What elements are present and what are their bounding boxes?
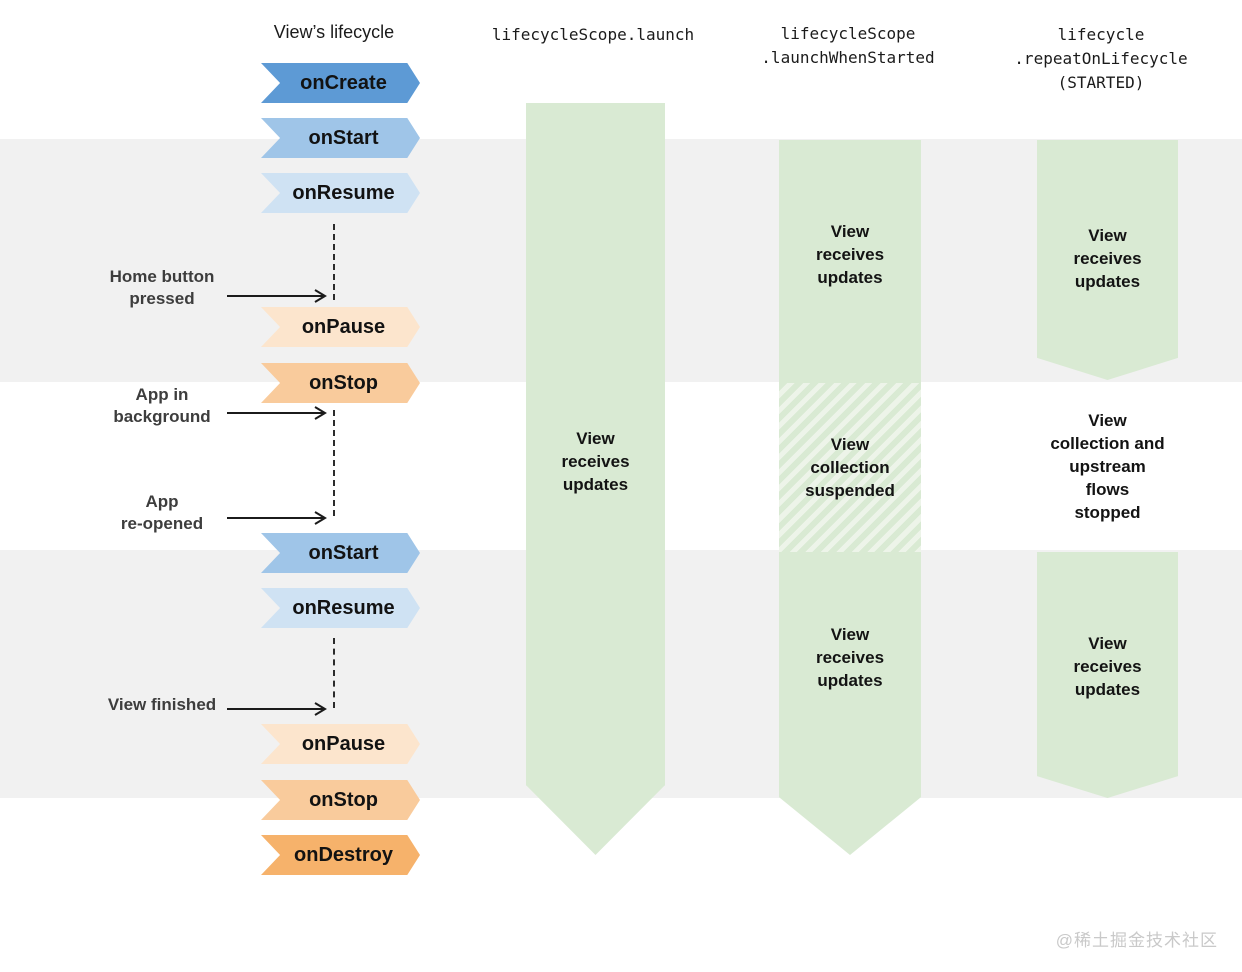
flow-column-lws-text-top: View receives updates (815, 222, 885, 287)
hatched-suspended-region: View collection suspended (779, 383, 921, 552)
flow-column-launch-text: View receives updates (561, 429, 630, 494)
dashed-connector-3 (333, 638, 335, 708)
flow-column-rol-text-top: View receives updates (1073, 226, 1142, 291)
dashed-connector-2 (333, 410, 335, 516)
lifecycle-chevron-onstop-1: onStop (261, 363, 420, 403)
annotation-arrow-2 (227, 406, 327, 420)
flow-column-rol-segment-bottom: View receives updates (1037, 552, 1178, 798)
column-header-launchwhenstarted: lifecycleScope .launchWhenStarted (761, 24, 935, 67)
chevron-label: onResume (292, 596, 395, 619)
annotation-app-reopened: App re-opened (120, 492, 204, 533)
annotation-app-in-background: App in background (113, 385, 211, 426)
chevron-label: onStop (309, 371, 378, 394)
chevron-label: onStart (308, 541, 379, 564)
flow-column-rol-text-bottom: View receives updates (1073, 634, 1142, 699)
annotation-view-finished: View finished (107, 695, 217, 714)
flow-column-rol-segment-top: View receives updates (1037, 140, 1178, 380)
column-header-lifecyclescope-launch: lifecycleScope.launch (491, 25, 695, 44)
lifecycle-chevron-onstart-1: onStart (261, 118, 420, 158)
column-header-repeatonlifecycle: lifecycle .repeatOnLifecycle (STARTED) (1014, 25, 1188, 92)
annotation-home-button-pressed: Home button pressed (109, 267, 215, 308)
lifecycle-chevron-onpause-1: onPause (261, 307, 420, 347)
flow-column-rol-stopped-text: View collection and upstream flows stopp… (1050, 411, 1165, 522)
lifecycle-chevron-onresume-1: onResume (261, 173, 420, 213)
flow-column-launchwhenstarted: View receives updates View collection su… (779, 140, 921, 855)
chevron-label: onStop (309, 788, 378, 811)
chevron-label: onResume (292, 181, 395, 204)
flow-column-lws-text-bottom: View receives updates (815, 625, 885, 690)
column-header-views-lifecycle: View’s lifecycle (273, 22, 395, 42)
lifecycle-chevron-onresume-2: onResume (261, 588, 420, 628)
flow-column-launch: View receives updates (526, 103, 665, 855)
lifecycle-chevron-onpause-2: onPause (261, 724, 420, 764)
annotation-arrow-3 (227, 511, 327, 525)
lifecycle-chevron-onstop-2: onStop (261, 780, 420, 820)
chevron-label: onStart (308, 126, 379, 149)
chevron-label: onPause (301, 315, 386, 338)
annotation-arrow-4 (227, 702, 327, 716)
annotation-arrow-1 (227, 289, 327, 303)
lifecycle-chevron-ondestroy: onDestroy (261, 835, 420, 875)
chevron-label: onCreate (300, 71, 387, 94)
lifecycle-chevron-oncreate: onCreate (261, 63, 420, 103)
flow-column-lws-suspended-text: View collection suspended (805, 435, 895, 500)
chevron-label: onDestroy (294, 843, 393, 866)
dashed-connector-1 (333, 224, 335, 300)
chevron-label: onPause (301, 732, 386, 755)
lifecycle-chevron-onstart-2: onStart (261, 533, 420, 573)
watermark: @稀土掘金技术社区 (1055, 931, 1218, 950)
